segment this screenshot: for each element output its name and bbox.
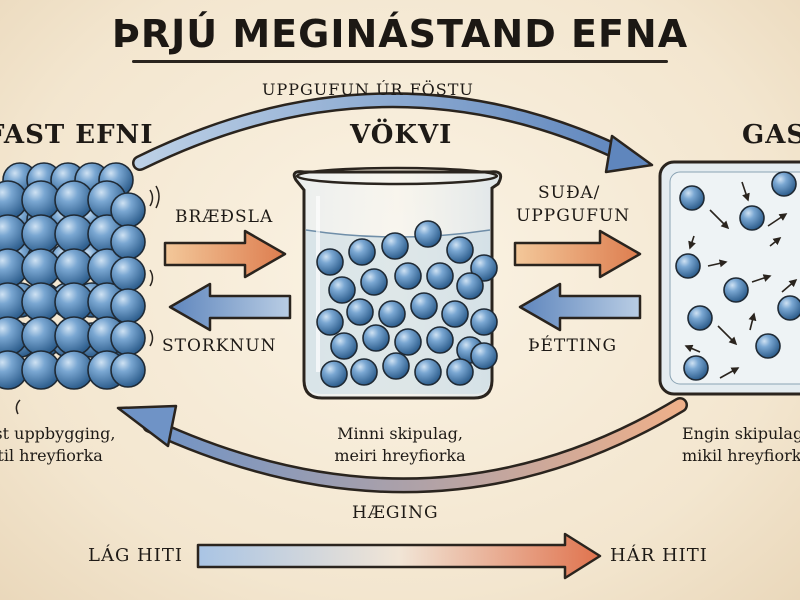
freezing-label: STORKNUN bbox=[162, 336, 277, 356]
liquid-particle bbox=[320, 360, 348, 388]
gas-particle bbox=[777, 295, 800, 321]
temperature-scale-arrow bbox=[196, 532, 602, 580]
title-underline bbox=[132, 60, 668, 63]
deposition-label: HÆGING bbox=[352, 503, 439, 523]
liquid-particle bbox=[394, 262, 422, 290]
gas-particles bbox=[675, 171, 800, 381]
liquid-particle bbox=[426, 262, 454, 290]
motion-arrow-icon bbox=[748, 312, 757, 331]
liquid-particle bbox=[360, 268, 388, 296]
melting-label: BRÆÐSLA bbox=[175, 207, 274, 227]
solid-caption-line2: lítil hreyfiorka bbox=[0, 446, 103, 465]
high-temp-label: HÁR HITI bbox=[610, 545, 708, 566]
solid-particle bbox=[110, 224, 146, 260]
boiling-arrow bbox=[513, 229, 642, 279]
liquid-particle bbox=[394, 328, 422, 356]
liquid-particle bbox=[348, 238, 376, 266]
gas-particle bbox=[755, 333, 781, 359]
motion-arrow-icon bbox=[717, 325, 738, 346]
gas-particle bbox=[771, 171, 797, 197]
motion-arrow-icon bbox=[751, 274, 772, 283]
condensation-label: ÞÉTTING bbox=[528, 336, 618, 356]
motion-arrow-icon bbox=[709, 209, 730, 230]
vibration-marks bbox=[15, 185, 160, 415]
motion-arrow-icon bbox=[741, 181, 750, 202]
liquid-particle bbox=[350, 358, 378, 386]
liquid-caption-line1: Minni skipulag, bbox=[337, 424, 463, 443]
liquid-particle bbox=[414, 358, 442, 386]
liquid-particle bbox=[426, 326, 454, 354]
deposition-arrow bbox=[116, 397, 688, 494]
page-title: ÞRJÚ MEGINÁSTAND EFNA bbox=[111, 12, 689, 56]
solid-particles-cube bbox=[0, 162, 146, 390]
gas-particle bbox=[675, 253, 701, 279]
solid-caption: Föst uppbygging, lítil hreyfiorka bbox=[0, 423, 130, 467]
solid-particle bbox=[110, 352, 146, 388]
motion-arrow-icon bbox=[781, 278, 798, 293]
liquid-particle bbox=[446, 358, 474, 386]
liquid-particle bbox=[378, 300, 406, 328]
liquid-caption: Minni skipulag, meiri hreyfiorka bbox=[310, 423, 490, 467]
melting-arrow bbox=[163, 229, 287, 279]
solid-particle bbox=[110, 192, 146, 228]
solid-particle bbox=[110, 256, 146, 292]
solid-particle bbox=[110, 288, 146, 324]
freezing-arrow bbox=[168, 282, 292, 332]
gas-particle bbox=[683, 355, 709, 381]
liquid-particle bbox=[346, 298, 374, 326]
gas-particle bbox=[679, 185, 705, 211]
liquid-particle bbox=[328, 276, 356, 304]
liquid-particle bbox=[382, 352, 410, 380]
liquid-particles bbox=[316, 220, 498, 388]
condensation-arrow bbox=[518, 282, 642, 332]
liquid-particle bbox=[330, 332, 358, 360]
liquid-caption-line2: meiri hreyfiorka bbox=[334, 446, 466, 465]
solid-caption-line1: Föst uppbygging, bbox=[0, 424, 116, 443]
liquid-particle bbox=[316, 248, 344, 276]
solid-heading: FAST EFNI bbox=[0, 120, 154, 150]
gas-particle bbox=[739, 205, 765, 231]
liquid-heading: VÖKVI bbox=[350, 120, 453, 150]
gas-particle bbox=[723, 277, 749, 303]
liquid-particle bbox=[441, 300, 469, 328]
motion-arrow-icon bbox=[767, 213, 788, 227]
liquid-particle bbox=[381, 232, 409, 260]
motion-arrow-icon bbox=[684, 344, 701, 353]
liquid-particle bbox=[414, 220, 442, 248]
gas-caption-line1: Engin skipulag, bbox=[682, 424, 800, 443]
liquid-particle bbox=[446, 236, 474, 264]
boiling-label-line1: SUÐA/ bbox=[538, 183, 601, 203]
gas-heading: GAS bbox=[742, 120, 800, 150]
low-temp-label: LÁG HITI bbox=[88, 545, 183, 566]
motion-arrow-icon bbox=[707, 259, 728, 268]
liquid-particle bbox=[316, 308, 344, 336]
motion-arrow-icon bbox=[769, 237, 782, 247]
liquid-particle bbox=[470, 342, 498, 370]
gas-caption-line2: mikil hreyfiorka bbox=[682, 446, 800, 465]
gas-caption: Engin skipulag, mikil hreyfiorka bbox=[682, 423, 800, 467]
sublimation-arrow bbox=[132, 92, 654, 174]
liquid-particle bbox=[362, 324, 390, 352]
liquid-particle bbox=[456, 272, 484, 300]
solid-particle bbox=[110, 320, 146, 356]
gas-particle bbox=[687, 305, 713, 331]
liquid-particle bbox=[470, 308, 498, 336]
motion-arrow-icon bbox=[719, 367, 740, 379]
boiling-label-line2: UPPGUFUN bbox=[516, 206, 631, 226]
sublimation-label: UPPGUFUN ÚR FÖSTU bbox=[262, 80, 474, 99]
liquid-particle bbox=[410, 292, 438, 320]
motion-arrow-icon bbox=[688, 235, 696, 250]
